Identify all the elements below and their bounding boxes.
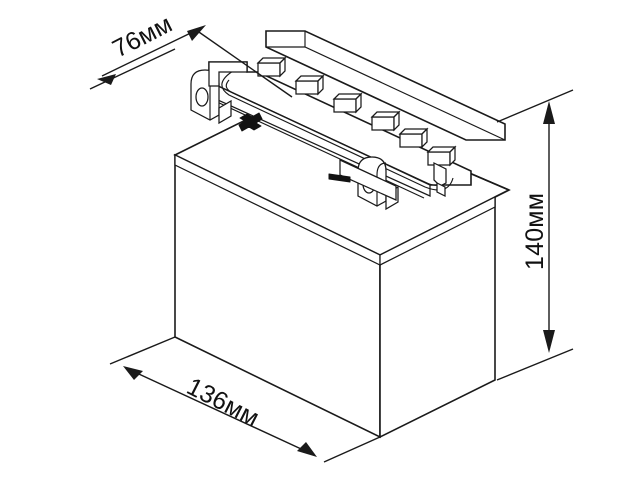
vent-nipple <box>433 161 447 198</box>
depth-arrow-left <box>97 74 116 85</box>
depth-dim-line <box>101 27 202 77</box>
depth-arrow-right <box>187 25 206 41</box>
terminal-lug-left-bolt-hole <box>195 87 209 107</box>
height-arrow-bottom <box>543 330 555 353</box>
cell-cap <box>426 145 457 167</box>
lid-vent-groove-outer <box>221 70 454 191</box>
depth-dimension-label: 76мм <box>108 10 177 64</box>
polarity-marker-positive <box>238 112 263 132</box>
cell-cap-row <box>256 56 457 167</box>
width-arrow-left <box>123 366 143 380</box>
depth-ext-line-right <box>195 29 293 98</box>
terminal-lug-left-base <box>218 99 232 125</box>
vent-cover-strip-crease <box>266 31 506 141</box>
depth-ext-line-left <box>89 48 176 90</box>
height-arrow-top <box>543 101 555 124</box>
terminal-riser-right <box>339 159 397 201</box>
height-ext-line-top <box>496 89 574 123</box>
case-lip-band-right <box>379 195 496 267</box>
cell-cap <box>332 92 363 114</box>
cell-cap <box>398 127 429 149</box>
cell-cap <box>294 74 325 96</box>
width-ext-line-left <box>109 336 176 365</box>
polarity-marker-negative <box>328 173 351 183</box>
terminal-riser-left <box>208 61 248 87</box>
battery-lid-assembly <box>190 30 506 211</box>
cell-cap <box>256 56 287 78</box>
dimension-height-140: 140мм <box>496 89 574 381</box>
height-ext-line-bottom <box>496 348 574 381</box>
width-dimension-label: 136мм <box>182 372 263 432</box>
width-dim-line <box>127 368 313 455</box>
cell-cap <box>370 110 401 132</box>
width-arrow-right <box>297 442 317 457</box>
case-right-rear-edge <box>494 189 510 198</box>
height-dimension-label: 140мм <box>521 193 549 270</box>
width-ext-line-right <box>323 436 381 463</box>
